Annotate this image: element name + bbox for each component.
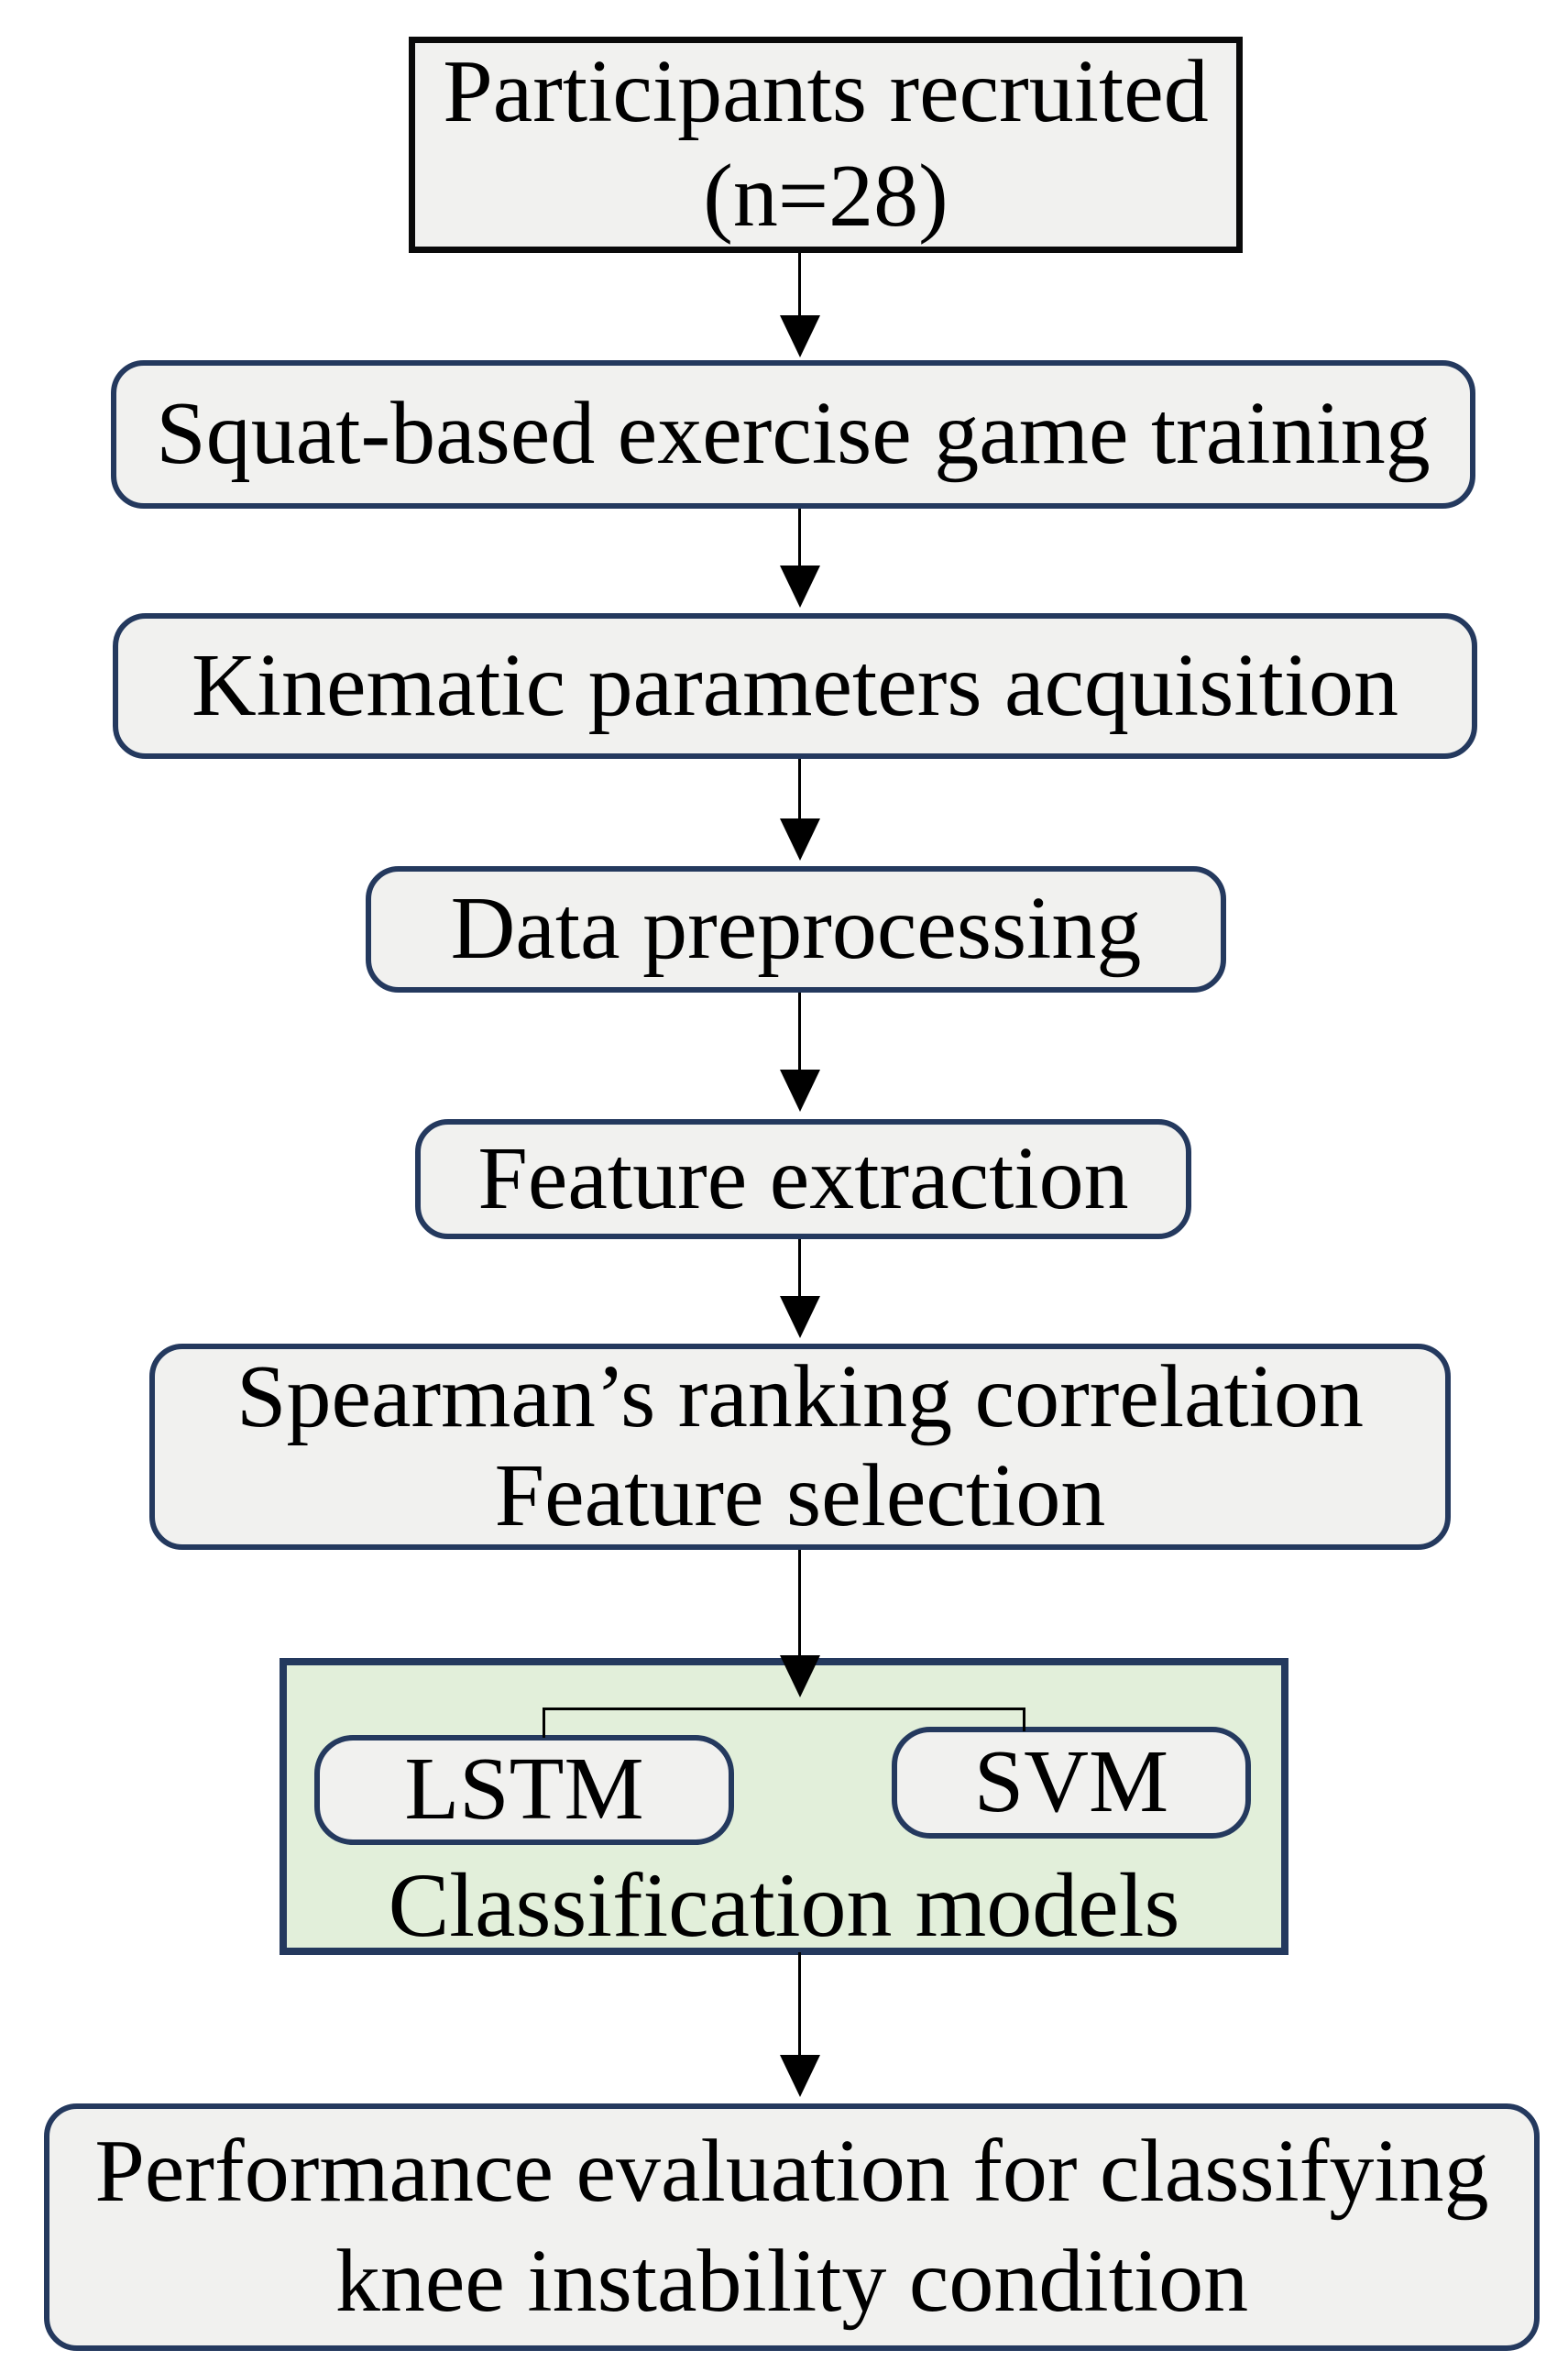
arrowhead-icon — [780, 1655, 820, 1697]
label-classification-models-text: Classification models — [388, 1853, 1180, 1956]
arrowhead-icon — [780, 818, 820, 861]
node-feature-selection: Spearman’s ranking correlation Feature s… — [149, 1344, 1451, 1550]
branch-connector-right-stub — [1023, 1708, 1025, 1731]
node-svm: SVM — [892, 1727, 1251, 1839]
arrowhead-icon — [780, 1070, 820, 1112]
node-performance-evaluation: Performance evaluation for classifying k… — [44, 2103, 1540, 2351]
node-squat-training-label: Squat-based exercise game training — [156, 384, 1431, 484]
flow-arrow-7-shaft — [798, 1952, 801, 2055]
node-squat-training: Squat-based exercise game training — [111, 360, 1475, 509]
flow-arrow-2-shaft — [798, 509, 801, 566]
node-performance-evaluation-line1: Performance evaluation for classifying — [94, 2122, 1489, 2222]
node-participants: Participants recruited (n=28) — [409, 37, 1243, 253]
node-data-preprocessing-label: Data preprocessing — [450, 879, 1142, 979]
node-kinematic-acquisition: Kinematic parameters acquisition — [113, 613, 1477, 759]
node-feature-selection-line2: Feature selection — [494, 1445, 1106, 1545]
arrowhead-icon — [780, 566, 820, 608]
node-feature-extraction: Feature extraction — [415, 1119, 1191, 1239]
node-svm-label: SVM — [973, 1732, 1169, 1832]
arrowhead-icon — [780, 315, 820, 357]
branch-connector-left-stub — [543, 1708, 545, 1738]
flow-arrow-4-shaft — [798, 993, 801, 1070]
node-data-preprocessing: Data preprocessing — [366, 866, 1226, 993]
node-participants-line2: (n=28) — [703, 147, 948, 246]
flow-arrow-5-shaft — [798, 1239, 801, 1296]
arrowhead-icon — [780, 2055, 820, 2097]
node-participants-line1: Participants recruited — [443, 42, 1209, 142]
node-lstm-label: LSTM — [404, 1740, 644, 1839]
node-feature-extraction-label: Feature extraction — [477, 1128, 1129, 1228]
node-performance-evaluation-line2: knee instability condition — [334, 2232, 1249, 2331]
label-classification-models: Classification models — [289, 1853, 1279, 1956]
branch-connector-horizontal — [543, 1708, 1025, 1710]
arrowhead-icon — [780, 1296, 820, 1338]
node-feature-selection-line1: Spearman’s ranking correlation — [236, 1346, 1365, 1446]
node-kinematic-acquisition-label: Kinematic parameters acquisition — [191, 635, 1399, 735]
node-lstm: LSTM — [314, 1735, 734, 1845]
flow-arrow-1-shaft — [798, 253, 801, 315]
flow-arrow-3-shaft — [798, 759, 801, 818]
flow-arrow-6-shaft — [798, 1550, 801, 1655]
